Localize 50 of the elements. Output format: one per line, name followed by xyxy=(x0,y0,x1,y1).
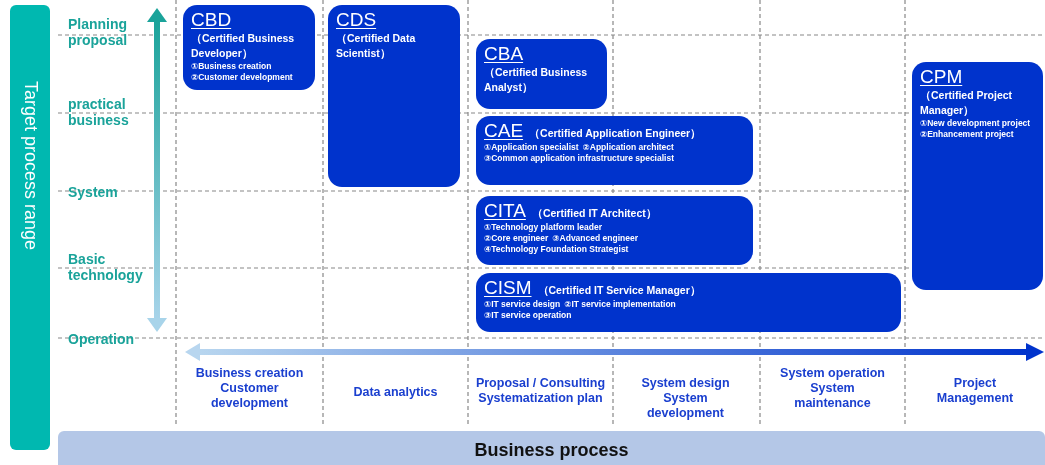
card-item: ②Enhancement project xyxy=(920,129,1014,140)
row-label: Operation xyxy=(68,331,136,347)
card-item: ①New development project xyxy=(920,118,1031,129)
row-label: System xyxy=(68,184,119,200)
card-item: ③Common application infrastructure specialist xyxy=(484,153,674,164)
card-item: ②Application architect xyxy=(582,142,674,153)
card-item: ③Advanced engineer xyxy=(552,233,638,244)
band-title: Target process range xyxy=(19,80,41,251)
certification-card xyxy=(328,5,460,187)
certification-card xyxy=(183,5,315,90)
certification-card xyxy=(476,116,753,185)
card-item: ②IT service implementation xyxy=(564,299,676,310)
column-label: Business creation Customer development xyxy=(194,366,305,411)
column-label: Project Management xyxy=(935,376,1015,406)
card-item: ②Customer development xyxy=(191,72,293,83)
column-label: System operation System maintenance xyxy=(780,366,885,411)
card-subtitle: （Certified IT Service Manager） xyxy=(537,283,701,298)
card-subtitle: （Certified IT Architect） xyxy=(531,206,657,221)
card-item: ②Core engineer xyxy=(484,233,549,244)
card-subtitle: （Certified Application Engineer） xyxy=(529,126,702,141)
certification-card xyxy=(476,273,901,332)
card-item: ①Application specialist xyxy=(484,142,579,153)
card-subtitle: （Certified Data Scientist） xyxy=(336,31,417,61)
column-label: System design System development xyxy=(640,376,731,421)
card-title: CAE xyxy=(484,120,524,142)
card-item: ①IT service design xyxy=(484,299,561,310)
footer-band xyxy=(58,431,1045,465)
card-title: CITA xyxy=(484,200,526,222)
card-item: ④Technology Foundation Strategist xyxy=(484,244,629,255)
card-title: CBA xyxy=(484,43,524,65)
certification-card xyxy=(476,39,607,109)
certification-card xyxy=(476,196,753,265)
card-item: ③IT service operation xyxy=(484,310,572,321)
card-title: CDS xyxy=(336,9,377,31)
row-label: practical business xyxy=(68,96,130,128)
card-subtitle: （Certified Business Developer） xyxy=(191,31,296,61)
card-title: CISM xyxy=(484,277,532,299)
card-item: ①Technology platform leader xyxy=(484,222,603,233)
certification-card xyxy=(912,62,1043,290)
column-label: Data analytics xyxy=(352,385,439,400)
card-title: CPM xyxy=(920,66,963,88)
card-item: ①Business creation xyxy=(191,61,272,72)
card-subtitle: （Certified Project Manager） xyxy=(920,88,1014,118)
column-label: Proposal / Consulting Systematization plan xyxy=(474,376,607,406)
row-label: Planning proposal xyxy=(68,16,129,48)
card-title: CBD xyxy=(191,9,232,31)
card-subtitle: （Certified Business Analyst） xyxy=(484,65,589,95)
row-label: Basic technology xyxy=(68,251,144,283)
band-title: Business process xyxy=(474,440,629,460)
side-band xyxy=(10,5,50,450)
